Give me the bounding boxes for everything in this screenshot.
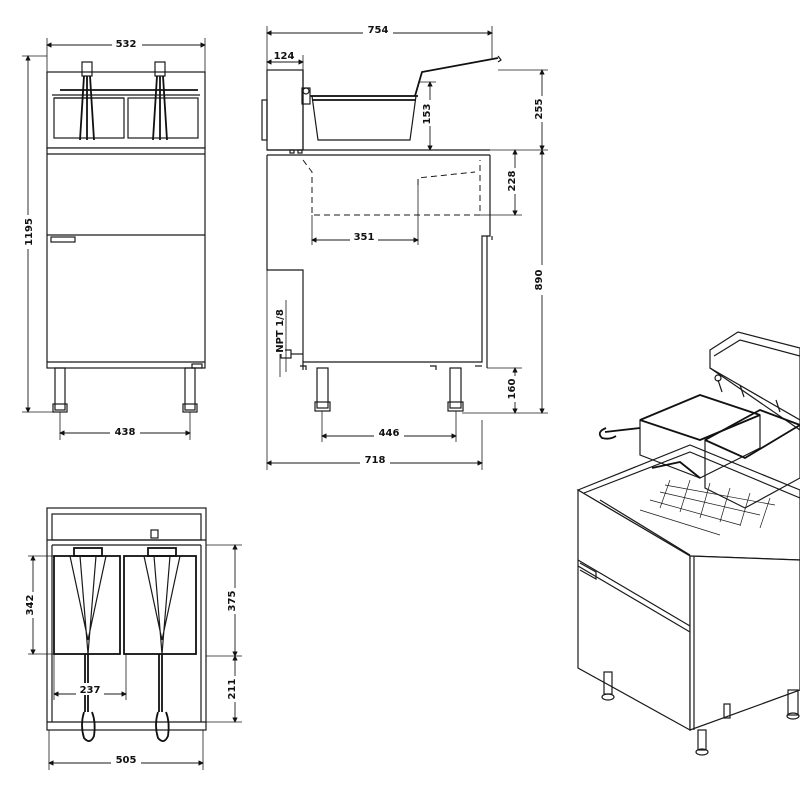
side-basket	[301, 55, 502, 141]
side-leg-height-label: 160	[507, 379, 518, 400]
side-gas-connection-label: NPT 1/8	[275, 309, 286, 353]
side-basket-height-label: 153	[422, 104, 433, 125]
top-basket-right	[123, 547, 197, 655]
top-basket-width-label: 237	[80, 685, 101, 696]
front-basket-left	[53, 61, 125, 141]
side-leg-spacing-label: 446	[379, 428, 400, 439]
top-basket-length-label: 342	[25, 595, 36, 616]
front-view: 532	[22, 38, 206, 440]
side-depth-label: 754	[368, 25, 389, 36]
isometric-view	[576, 331, 800, 756]
side-top-height-label: 255	[534, 99, 545, 120]
top-front-depth-label: 211	[227, 679, 238, 700]
top-basket-left	[53, 547, 121, 655]
front-height-label: 1195	[24, 218, 35, 246]
side-view: 754 124 153	[261, 24, 548, 470]
front-width-label: 532	[116, 39, 137, 50]
side-back-offset-label: 124	[274, 51, 295, 62]
side-body-height-label: 890	[534, 270, 545, 291]
top-total-width-label: 505	[116, 755, 137, 766]
top-inner-depth-label: 375	[227, 591, 238, 612]
front-leg-spacing-label: 438	[115, 427, 136, 438]
top-view: 342 375 211 237 505	[24, 507, 242, 770]
front-basket-right	[127, 61, 199, 141]
side-tank-depth-label: 228	[507, 171, 518, 192]
iso-basket-right	[704, 374, 800, 509]
side-tank-length-label: 351	[354, 232, 375, 243]
side-base-depth-label: 718	[365, 455, 386, 466]
